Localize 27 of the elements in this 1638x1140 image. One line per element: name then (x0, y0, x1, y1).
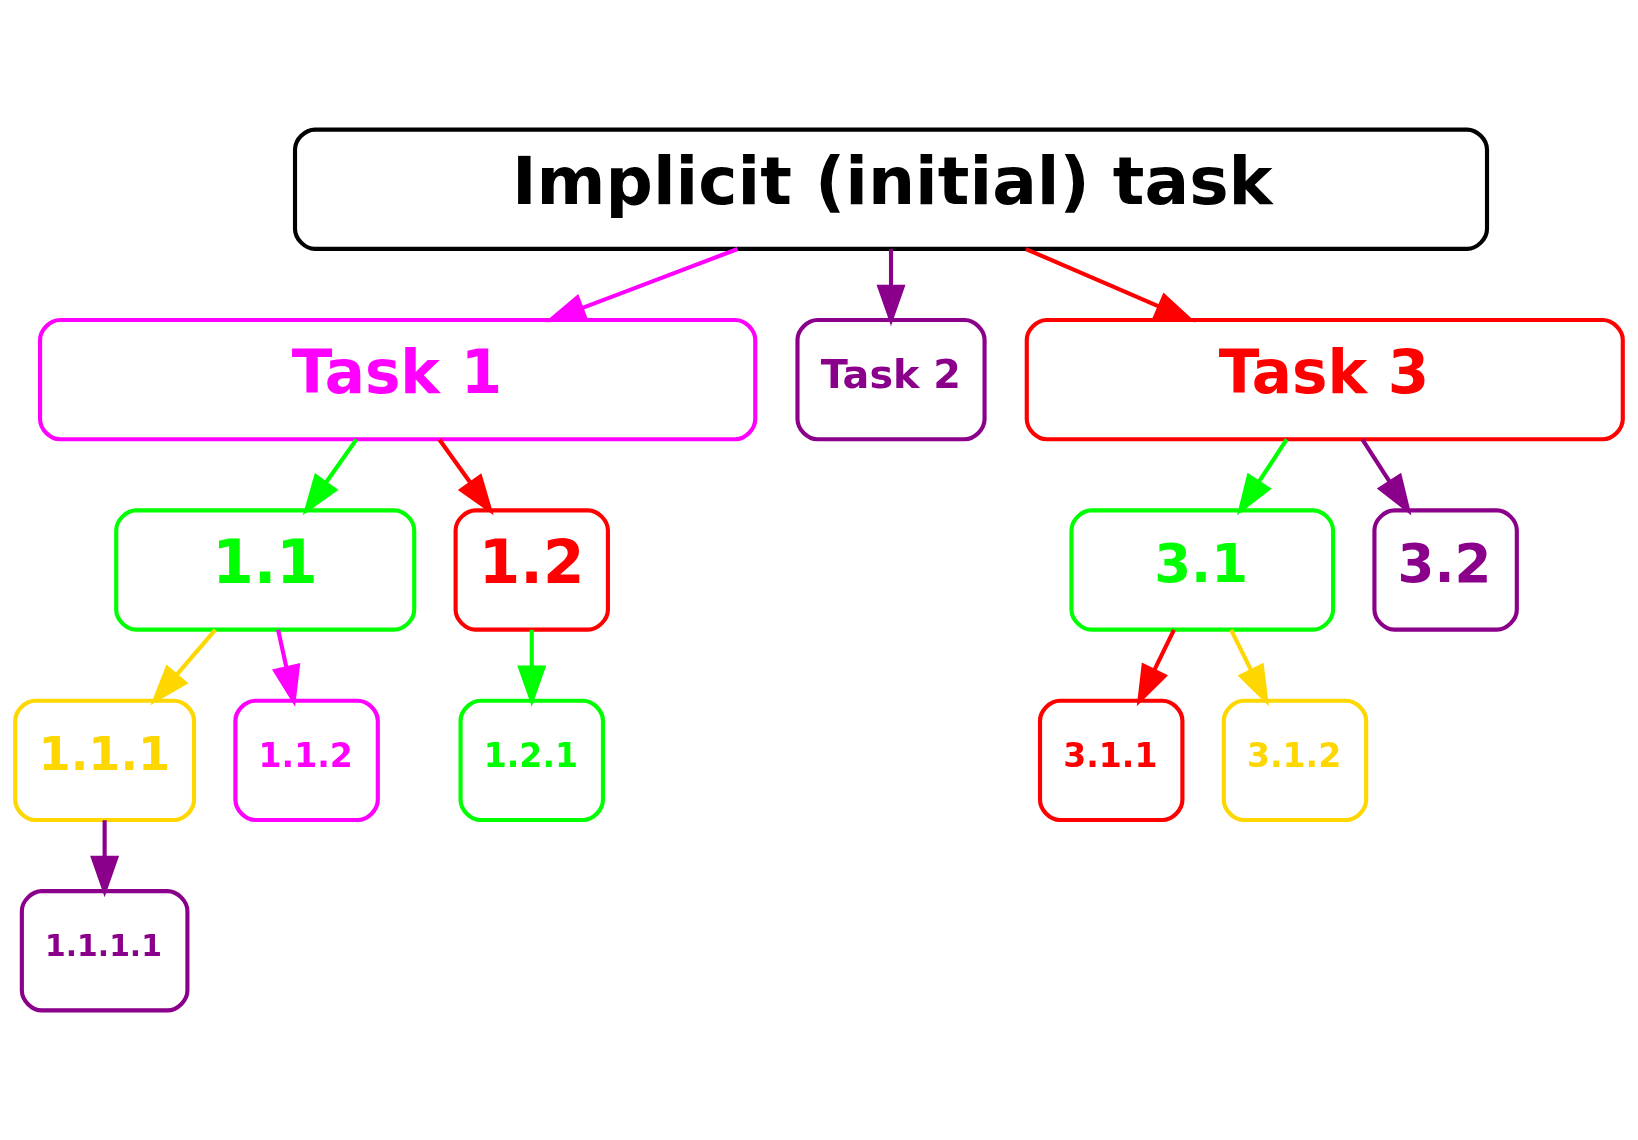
arrow (90, 820, 120, 898)
arrow (876, 249, 906, 327)
node-box: 3.1 (1069, 508, 1336, 632)
arrow (1360, 438, 1412, 516)
arrow (437, 438, 494, 516)
node-box: Task 3 (1024, 317, 1625, 442)
node-box: Task 2 (795, 317, 987, 442)
arrow (150, 628, 217, 706)
arrow (1229, 628, 1269, 707)
arrow (1236, 438, 1289, 516)
arrow (517, 629, 547, 707)
node-box: 3.1.1 (1037, 698, 1185, 823)
node-box: Task 1 (38, 317, 758, 442)
arrow (1136, 628, 1176, 707)
node-box: 3.1.2 (1221, 698, 1369, 823)
node-box: 3.2 (1372, 508, 1519, 632)
node-box: Implicit (initial) task (292, 127, 1490, 251)
node-box: 1.2 (453, 508, 610, 632)
arrow (544, 247, 739, 323)
node-box: 1.1 (114, 508, 417, 632)
node-box: 1.2.1 (458, 698, 606, 823)
arrow (1025, 247, 1196, 323)
arrow (272, 629, 301, 707)
arrow (302, 438, 359, 516)
node-box: 1.1.1 (13, 698, 197, 823)
node-box: 1.1.2 (233, 698, 380, 823)
node-box: 1.1.1.1 (19, 889, 190, 1013)
